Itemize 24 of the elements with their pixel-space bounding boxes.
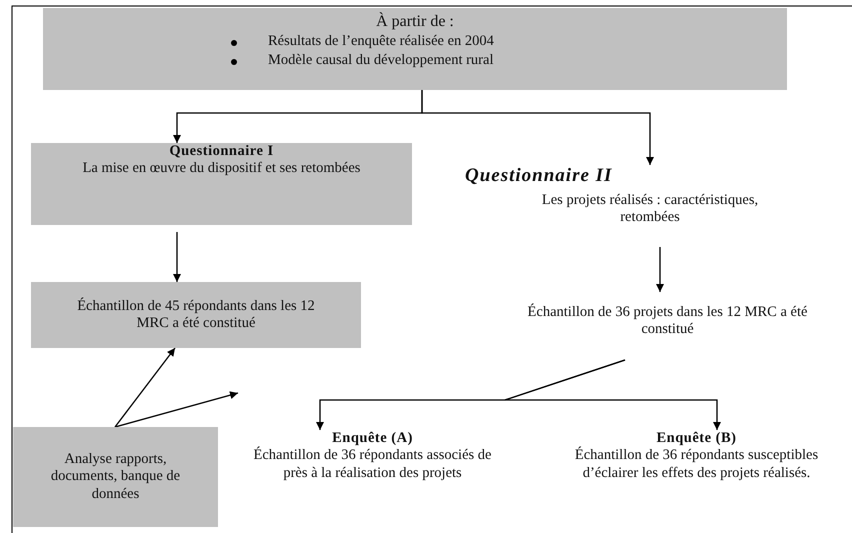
arrow [504, 359, 721, 430]
process-box [31, 282, 361, 348]
process-box [43, 8, 787, 90]
arrow [114, 391, 238, 428]
arrow [421, 90, 654, 165]
list-item: Modèle causal du développement rural [268, 52, 494, 70]
process-box [13, 427, 218, 527]
description: Échantillon de 36 répondants associés de près à la réalisation des projets [252, 447, 492, 482]
arrow [173, 232, 181, 282]
description: Analyse rapports, documents, banque de données [50, 450, 182, 504]
list-item: Résultats de l’enquête réalisée en 2004 [268, 33, 494, 51]
arrow [656, 247, 664, 292]
heading: Enquête (A) [331, 430, 414, 448]
arrow [114, 348, 176, 428]
heading: Enquête (B) [655, 430, 738, 448]
description: La mise en œuvre du dispositif et ses retombées [82, 160, 362, 178]
heading: À partir de : [375, 12, 455, 32]
process-box [31, 143, 412, 225]
heading: Questionnaire II [465, 165, 614, 188]
description: Échantillon de 36 projets dans les 12 MRC a été constitué [526, 304, 808, 338]
description: Échantillon de 36 répondants susceptibles d’éclairer les effets des projets réalisés. [574, 447, 820, 482]
heading: Questionnaire I [168, 143, 275, 160]
description: Les projets réalisés : caractéristiques, retombées [540, 192, 760, 227]
description: Échantillon de 45 répondants dans les 12 MRC a été constitué [76, 298, 316, 332]
